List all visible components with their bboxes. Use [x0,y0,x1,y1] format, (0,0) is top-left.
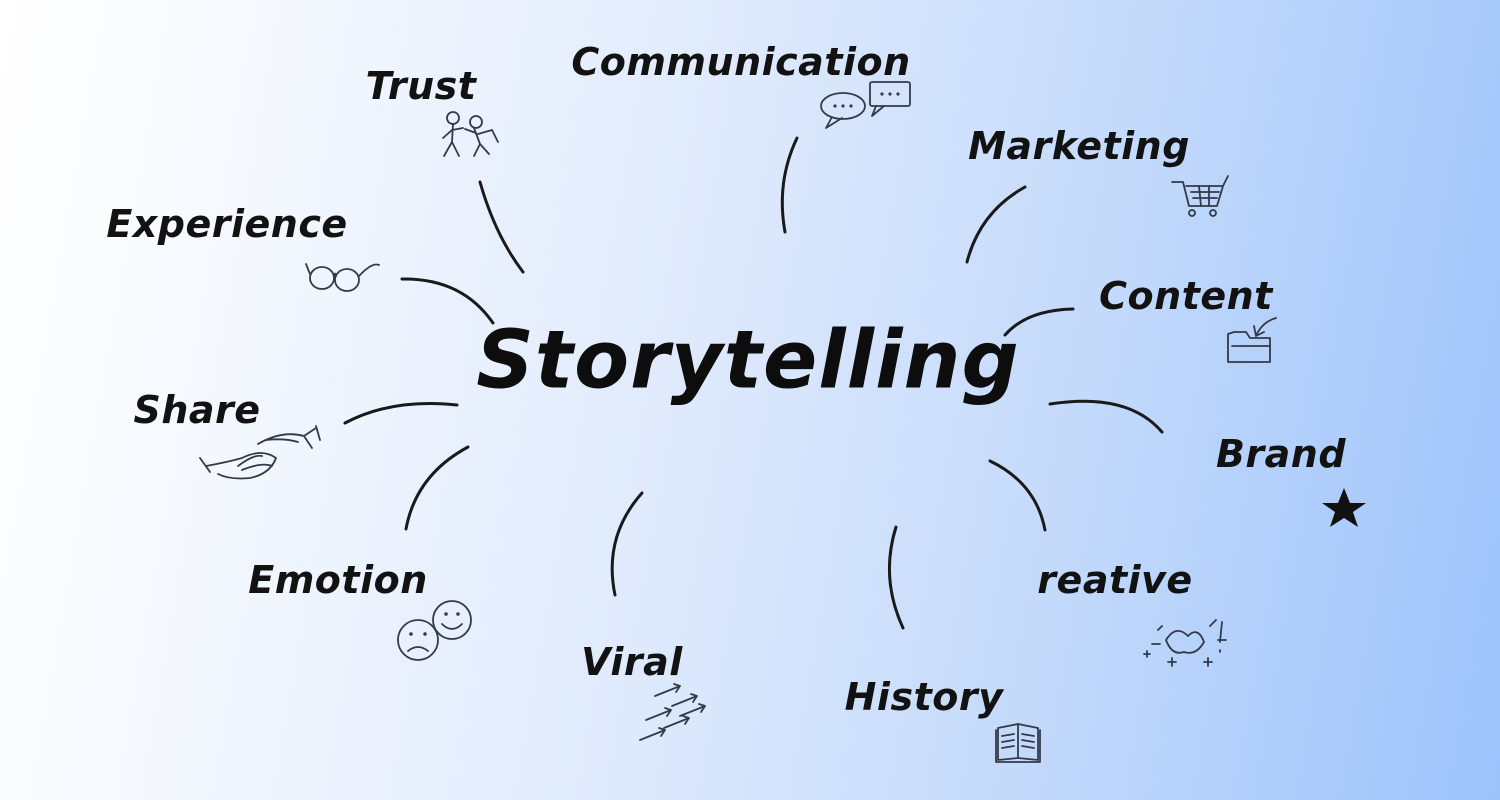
speech-bubbles-icon [820,81,911,129]
node-emotion: Emotion [248,558,428,602]
stick-figures-icon [442,111,499,157]
connector-communication [780,136,799,234]
connector-brand [1048,399,1164,434]
connector-content [1003,307,1075,337]
arrows-icon [639,683,706,741]
central-topic-storytelling: Storytelling [476,313,1020,407]
sparkle-doodle-icon [1143,619,1227,667]
node-content: Content [1099,274,1273,318]
node-share: Share [133,388,261,432]
folder-icon [1227,317,1277,363]
connector-viral [610,491,644,597]
connector-share [343,402,459,425]
connector-creative [988,459,1047,532]
connector-marketing [965,185,1027,264]
star-icon [1322,488,1366,527]
node-communication: Communication [571,40,911,84]
glasses-icon [305,263,380,292]
connector-trust [478,180,525,274]
connector-emotion [404,445,470,531]
node-marketing: Marketing [968,124,1190,168]
node-viral: Viral [581,640,683,684]
shopping-cart-icon [1171,175,1229,217]
node-experience: Experience [106,202,348,246]
connector-lines [343,136,1164,630]
node-trust: Trust [365,64,477,108]
faces-icon [397,600,472,661]
connector-experience [400,277,495,325]
node-creative: reative [1037,558,1193,602]
node-brand: Brand [1215,432,1347,476]
node-history: History [844,675,1004,719]
open-book-icon [995,723,1041,763]
handshake-icon [199,425,321,480]
connector-history [888,525,905,630]
